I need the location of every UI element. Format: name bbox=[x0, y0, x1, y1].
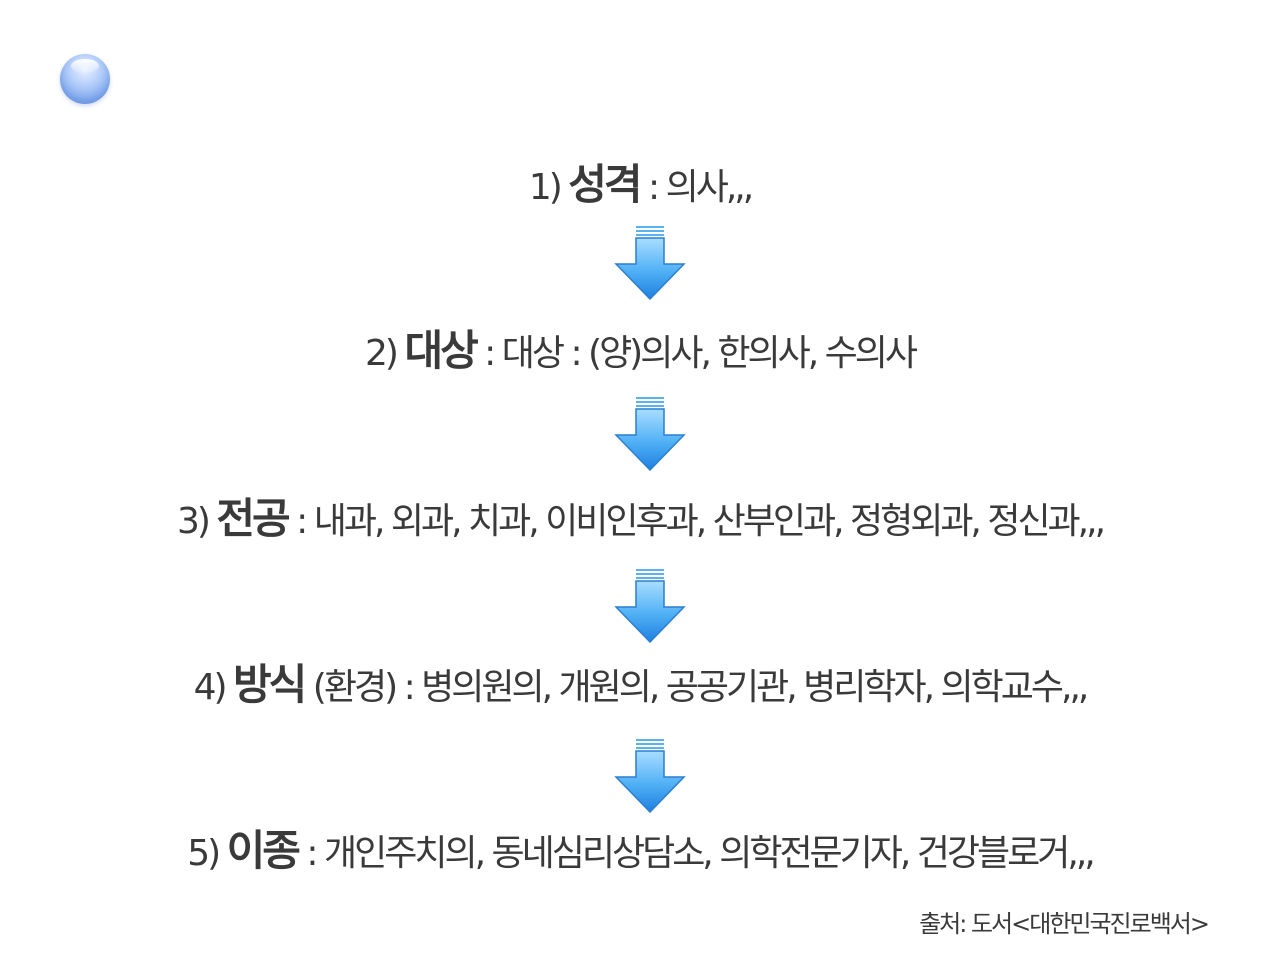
step-2-target: 2) 대상 : 대상 : (양)의사, 한의사, 수의사 bbox=[0, 326, 1280, 379]
down-arrow-icon bbox=[614, 569, 686, 643]
step-description: 개인주치의, 동네심리상담소, 의학전문기자, 건강블로거,,, bbox=[323, 833, 1096, 874]
step-1-personality: 1) 성격 : 의사,,, bbox=[0, 160, 1280, 213]
step-keyword: 대상 bbox=[404, 326, 478, 375]
step-number: 1) bbox=[528, 167, 563, 208]
step-description: 대상 : (양)의사, 한의사, 수의사 bbox=[501, 333, 918, 374]
step-number: 5) bbox=[187, 833, 221, 874]
blue-orb-icon bbox=[60, 54, 110, 104]
source-citation: 출처: 도서<대한민국진로백서> bbox=[919, 910, 1210, 938]
step-keyword: 방식 bbox=[233, 660, 307, 709]
step-keyword: 전공 bbox=[216, 494, 290, 543]
down-arrow-icon bbox=[614, 226, 686, 300]
step-5-alternative: 5) 이종 : 개인주치의, 동네심리상담소, 의학전문기자, 건강블로거,,, bbox=[0, 826, 1280, 879]
step-3-major: 3) 전공 : 내과, 외과, 치과, 이비인후과, 산부인과, 정형외과, 정… bbox=[0, 494, 1280, 547]
down-arrow-icon bbox=[614, 739, 686, 813]
step-separator: : bbox=[306, 833, 318, 874]
step-number: 4) bbox=[193, 667, 228, 708]
step-keyword: 이종 bbox=[226, 826, 301, 875]
step-number: 3) bbox=[176, 501, 211, 542]
down-arrow-icon bbox=[614, 397, 686, 471]
step-separator: : bbox=[484, 333, 496, 374]
step-separator: : bbox=[403, 667, 416, 708]
step-description: 내과, 외과, 치과, 이비인후과, 산부인과, 정형외과, 정신과,,, bbox=[313, 501, 1106, 542]
step-4-method: 4) 방식 (환경) : 병의원의, 개원의, 공공기관, 병리학자, 의학교수… bbox=[0, 660, 1280, 713]
step-description: 병의원의, 개원의, 공공기관, 병리학자, 의학교수,,, bbox=[421, 667, 1089, 708]
step-number: 2) bbox=[365, 333, 399, 374]
step-keyword-note: (환경) bbox=[312, 667, 398, 708]
step-separator: : bbox=[647, 167, 660, 208]
step-separator: : bbox=[296, 501, 308, 542]
step-description: 의사,,, bbox=[665, 167, 755, 208]
step-keyword: 성격 bbox=[568, 160, 642, 209]
